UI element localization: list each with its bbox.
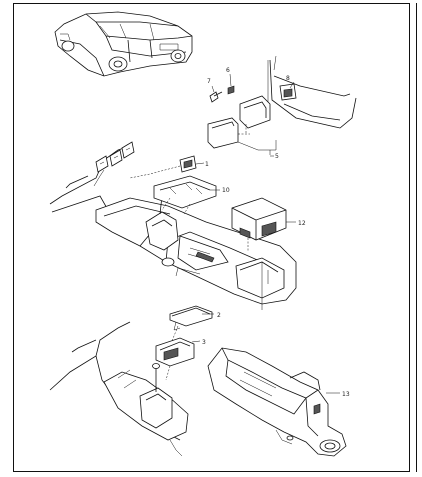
part-5-pocket-assembly: [207, 95, 277, 155]
callout-6: 6: [226, 67, 230, 74]
callout-7: 7: [207, 78, 211, 85]
part-6-clip: [227, 73, 235, 95]
callout-8: 8: [286, 75, 290, 82]
part-1-bezel: [129, 155, 197, 179]
callout-5: 5: [275, 153, 279, 160]
callout-3: 3: [202, 339, 206, 346]
diagram-frame: [13, 3, 410, 472]
part-7-screw: [209, 85, 223, 103]
side-panel-edge: [416, 3, 422, 472]
callout-1: 1: [205, 161, 209, 168]
center-console-assembly: [49, 141, 297, 310]
callout-12: 12: [298, 220, 306, 227]
callout-10: 10: [222, 187, 230, 194]
door-panel-part-8: [267, 55, 357, 129]
car-illustration: [54, 11, 193, 77]
part-2-lid: [169, 305, 213, 347]
callout-13: 13: [342, 391, 350, 398]
part-12-box: [231, 197, 287, 252]
leader-lines: [191, 155, 340, 394]
callout-2: 2: [217, 312, 221, 319]
part-10-panel: [153, 175, 217, 215]
part-3-tray: [155, 337, 195, 381]
part-13-console-box: [207, 347, 347, 457]
lower-console-assembly: [49, 321, 189, 457]
